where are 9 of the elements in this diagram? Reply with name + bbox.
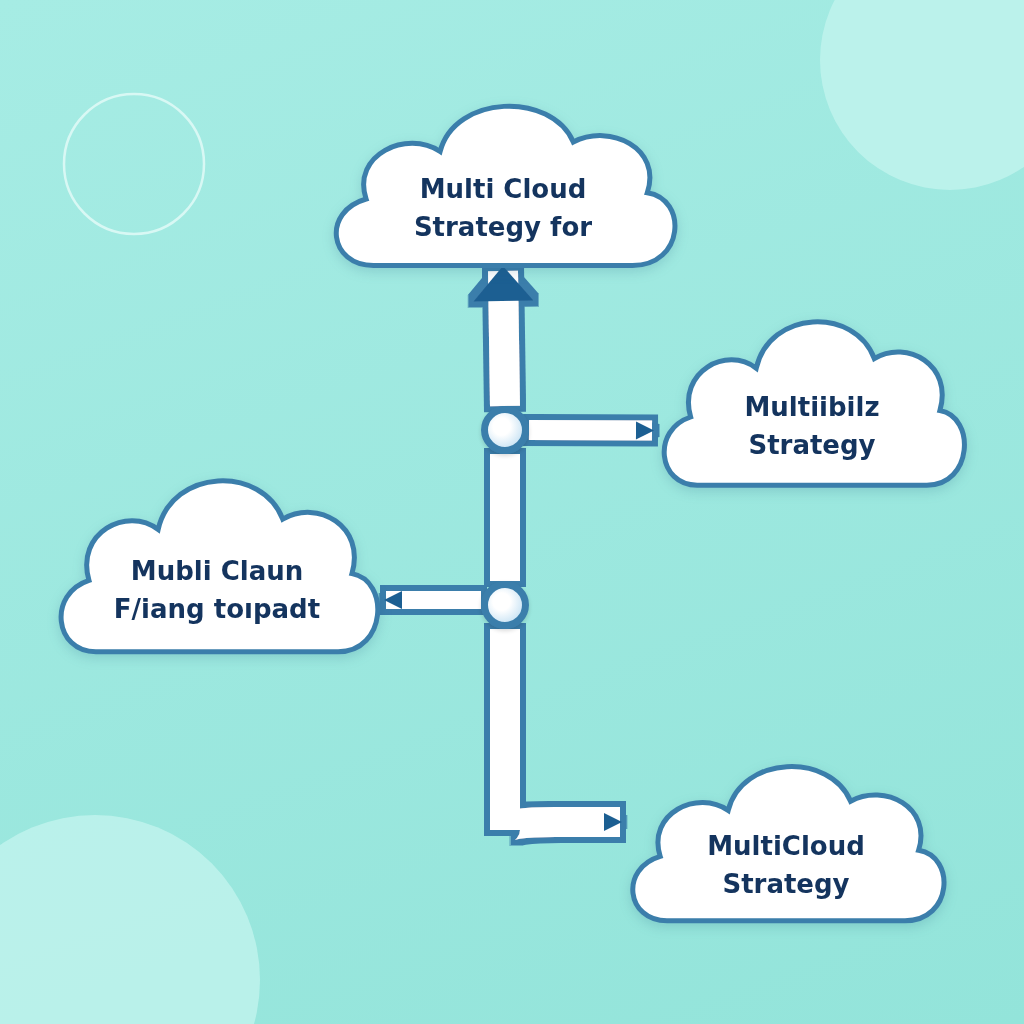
junction-circle [481,406,529,454]
node-label: Mubli Claun F/iang toıpadt [112,554,322,626]
junction-circle [481,581,529,629]
pipe-arrow [384,591,481,609]
pipe-arrow [528,420,654,441]
node-label: Multi Cloud Strategy for [412,172,594,244]
pipe-arrow [473,266,534,407]
node-label: Multiibilz Strategy [743,391,881,462]
node-label: MultiCloud Strategy [706,829,866,901]
